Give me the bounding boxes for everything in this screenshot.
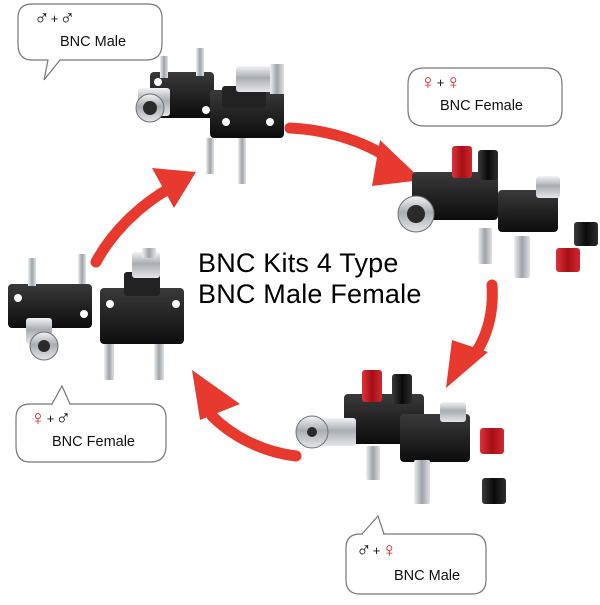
- plus-sign: +: [372, 543, 381, 559]
- male-symbol: ♂: [59, 7, 76, 30]
- gender-symbols: ♂+♂: [34, 8, 126, 30]
- connector-male-male: [135, 48, 284, 184]
- female-symbol: ♀: [420, 71, 436, 94]
- headline: BNC Kits 4 Type BNC Male Female: [198, 248, 458, 310]
- bubble-top-right-text: ♀+♀ BNC Female: [420, 72, 523, 115]
- bubble-bottom-right-text: ♂+♀ BNC Male: [356, 540, 461, 585]
- male-symbol: ♂: [55, 407, 72, 430]
- plus-sign: +: [50, 11, 59, 27]
- bubble-bottom-left: [15, 384, 167, 463]
- connector-male-female-bottom: [295, 370, 506, 504]
- arrow-top-right: [284, 122, 422, 186]
- bubble-label: BNC Female: [52, 434, 135, 451]
- bubble-label: BNC Male: [394, 568, 461, 585]
- bubble-top-left-text: ♂+♂ BNC Male: [34, 8, 127, 51]
- connector-female-male: [8, 248, 184, 380]
- gender-symbols: ♂+♀: [356, 540, 460, 562]
- female-symbol: ♀: [381, 539, 398, 562]
- bubble-label: BNC Female: [440, 98, 523, 115]
- bubble-bottom-right: [345, 514, 487, 595]
- headline-line-1: BNC Kits 4 Type: [198, 248, 399, 278]
- connector-female-female: [397, 146, 598, 278]
- male-symbol: ♂: [34, 7, 50, 30]
- plus-sign: +: [436, 75, 445, 91]
- plus-sign: +: [46, 411, 55, 427]
- arrow-right-down: [446, 279, 498, 388]
- bubble-top-left: [17, 3, 163, 81]
- arrow-up-left: [90, 168, 196, 268]
- headline-line-2: BNC Male Female: [198, 279, 422, 309]
- bubble-label: BNC Male: [60, 34, 127, 51]
- gender-symbols: ♀+♀: [420, 72, 523, 94]
- female-symbol: ♀: [30, 407, 46, 430]
- gender-symbols: ♀+♂: [30, 408, 135, 430]
- bubble-top-right: [407, 67, 563, 127]
- female-symbol: ♀: [445, 71, 462, 94]
- male-symbol: ♂: [356, 539, 372, 562]
- arrow-bottom-left: [192, 370, 302, 462]
- bubble-bottom-left-text: ♀+♂ BNC Female: [30, 408, 135, 451]
